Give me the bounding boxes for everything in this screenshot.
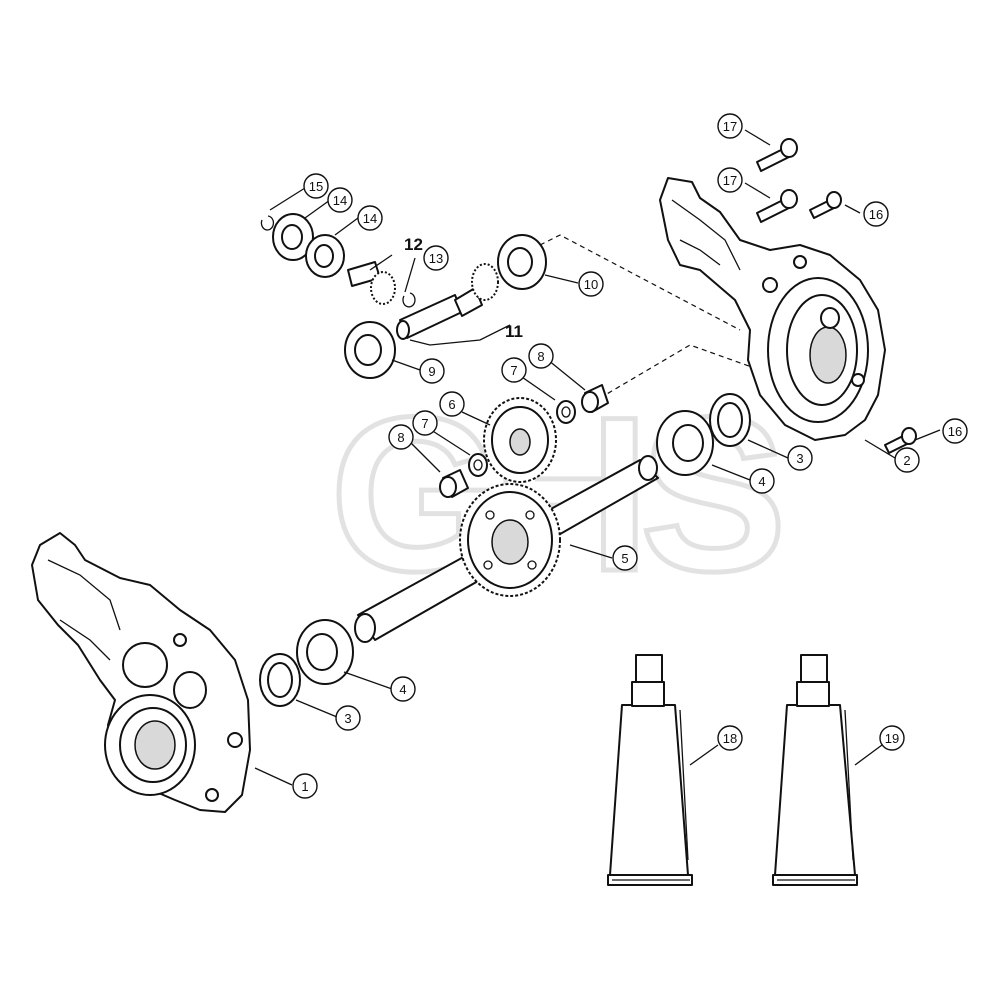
- seal-ring-left: [259, 653, 301, 707]
- callout-7-right: 7: [501, 357, 527, 383]
- svg-text:2: 2: [903, 453, 910, 468]
- circlip-13-part: [402, 292, 416, 308]
- pinion-shaft-part: [396, 263, 511, 346]
- svg-text:14: 14: [363, 211, 377, 226]
- svg-text:8: 8: [397, 430, 404, 445]
- callout-16-lower: 16: [942, 418, 968, 444]
- callout-8-left: 8: [388, 424, 414, 450]
- callout-13: 13: [423, 245, 449, 271]
- screw-16b-part: [884, 427, 917, 454]
- bearing-14a-part: [272, 213, 314, 261]
- callout-14-lower: 14: [357, 205, 383, 231]
- bearing-left: [296, 619, 354, 685]
- callout-3-right: 3: [787, 445, 813, 471]
- svg-text:16: 16: [948, 424, 962, 439]
- label-11: 11: [505, 322, 523, 341]
- svg-text:18: 18: [723, 731, 737, 746]
- callout-7-left: 7: [412, 410, 438, 436]
- callout-17-upper: 17: [717, 113, 743, 139]
- svg-text:15: 15: [309, 179, 323, 194]
- grease-tube-19: [772, 654, 858, 886]
- callout-1: 1: [292, 773, 318, 799]
- callout-14-upper: 14: [327, 187, 353, 213]
- svg-text:14: 14: [333, 193, 347, 208]
- svg-text:1: 1: [301, 779, 308, 794]
- housing-left-part: [31, 532, 251, 813]
- seal-ring-right: [709, 393, 751, 447]
- svg-text:9: 9: [428, 364, 435, 379]
- callout-6: 6: [439, 391, 465, 417]
- alignment-lines: [539, 234, 761, 399]
- bearing-14b-part: [305, 234, 345, 278]
- callout-5: 5: [612, 545, 638, 571]
- callout-3-left: 3: [335, 705, 361, 731]
- callout-10: 10: [578, 271, 604, 297]
- svg-text:19: 19: [885, 731, 899, 746]
- bearing-right: [656, 410, 714, 476]
- screw-17a-part: [756, 138, 798, 172]
- svg-text:7: 7: [510, 363, 517, 378]
- needle-sleeve-left: [439, 469, 469, 498]
- svg-text:7: 7: [421, 416, 428, 431]
- svg-text:3: 3: [796, 451, 803, 466]
- svg-text:6: 6: [448, 397, 455, 412]
- housing-right-part: [659, 177, 886, 441]
- svg-text:4: 4: [758, 474, 765, 489]
- screw-16a-part: [809, 191, 842, 219]
- small-gear-part: [483, 397, 557, 483]
- svg-text:10: 10: [584, 277, 598, 292]
- callout-9: 9: [419, 358, 445, 384]
- svg-text:17: 17: [723, 119, 737, 134]
- washer-left: [468, 453, 488, 477]
- label-12: 12: [404, 235, 423, 254]
- shaft-with-gear-part: [354, 455, 659, 643]
- svg-text:5: 5: [621, 551, 628, 566]
- screw-17b-part: [756, 189, 798, 223]
- svg-text:17: 17: [723, 173, 737, 188]
- svg-text:13: 13: [429, 251, 443, 266]
- callout-17-lower: 17: [717, 167, 743, 193]
- bearing-9-part: [344, 321, 396, 379]
- svg-text:8: 8: [537, 349, 544, 364]
- callout-15: 15: [303, 173, 329, 199]
- callout-4-right: 4: [749, 468, 775, 494]
- svg-text:3: 3: [344, 711, 351, 726]
- svg-text:16: 16: [869, 207, 883, 222]
- callout-16-upper: 16: [863, 201, 889, 227]
- svg-text:4: 4: [399, 682, 406, 697]
- callout-18: 18: [717, 725, 743, 751]
- callout-8-right: 8: [528, 343, 554, 369]
- circlip-15-part: [260, 215, 275, 231]
- callout-2: 2: [894, 447, 920, 473]
- grease-tube-18: [607, 654, 693, 886]
- washer-right: [556, 400, 576, 424]
- bearing-10-part: [497, 234, 547, 290]
- leader-lines: [254, 129, 941, 786]
- callout-19: 19: [879, 725, 905, 751]
- needle-sleeve-right: [581, 384, 609, 413]
- callout-4-left: 4: [390, 676, 416, 702]
